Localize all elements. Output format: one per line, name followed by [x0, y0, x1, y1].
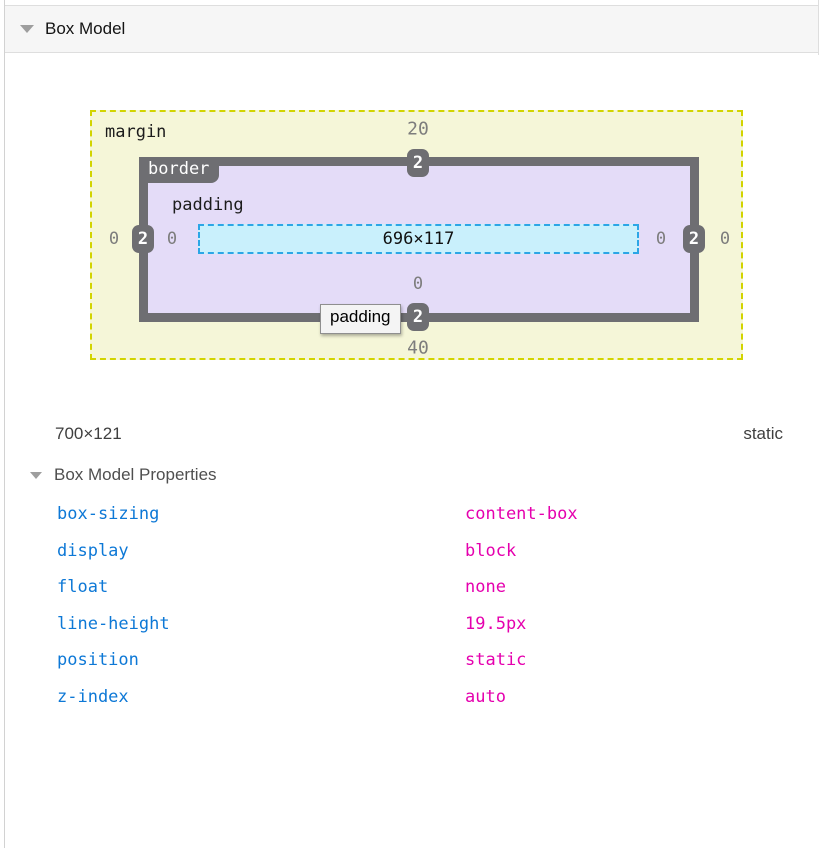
property-row: box-sizing content-box — [57, 496, 797, 533]
property-name: z-index — [57, 686, 129, 707]
margin-right-value[interactable]: 0 — [719, 229, 731, 249]
border-left-value[interactable]: 2 — [132, 225, 154, 253]
margin-region[interactable]: margin 20 2 0 border padding 696×117 0 2… — [90, 110, 743, 360]
border-right-value[interactable]: 2 — [683, 225, 705, 253]
element-position: static — [743, 424, 783, 443]
property-row: z-index auto — [57, 679, 797, 716]
box-model-properties-header[interactable]: Box Model Properties — [30, 465, 217, 485]
property-value: static — [465, 650, 527, 671]
padding-label: padding — [172, 195, 244, 215]
property-name: float — [57, 577, 109, 598]
box-model-section-header[interactable]: Box Model — [5, 5, 818, 53]
element-size: 700×121 — [55, 424, 122, 443]
margin-label: margin — [105, 122, 167, 142]
property-value: 19.5px — [465, 613, 527, 634]
scrollbar-gutter-divider — [818, 0, 819, 55]
property-name: line-height — [57, 613, 170, 634]
property-row: display block — [57, 533, 797, 570]
padding-tooltip: padding — [320, 304, 401, 334]
property-name: position — [57, 650, 139, 671]
element-summary-row: 700×121 static — [55, 424, 783, 444]
property-row: line-height 19.5px — [57, 606, 797, 643]
margin-top-value[interactable]: 20 — [407, 118, 429, 140]
property-row: position static — [57, 642, 797, 679]
border-top-value[interactable]: 2 — [407, 149, 429, 177]
panel-left-divider — [4, 0, 5, 848]
property-name: box-sizing — [57, 504, 160, 525]
property-value: auto — [465, 686, 506, 707]
chevron-down-icon[interactable] — [20, 25, 34, 33]
padding-right-value[interactable]: 0 — [655, 229, 667, 249]
section-title: Box Model — [45, 19, 126, 38]
border-bottom-value[interactable]: 2 — [407, 303, 429, 331]
chevron-down-icon[interactable] — [30, 471, 42, 479]
padding-left-value[interactable]: 0 — [166, 229, 178, 249]
properties-list: box-sizing content-box display block flo… — [57, 496, 797, 715]
properties-title: Box Model Properties — [54, 465, 217, 484]
property-value: content-box — [465, 504, 578, 525]
property-value: block — [465, 540, 517, 561]
property-row: float none — [57, 569, 797, 606]
margin-left-value[interactable]: 0 — [108, 229, 120, 249]
border-label: border — [139, 157, 220, 183]
property-value: none — [465, 577, 506, 598]
property-name: display — [57, 540, 129, 561]
padding-bottom-value[interactable]: 0 — [412, 274, 424, 294]
content-size: 696×117 — [382, 229, 455, 249]
content-region[interactable]: 696×117 — [198, 224, 639, 254]
margin-bottom-value[interactable]: 40 — [407, 337, 429, 359]
